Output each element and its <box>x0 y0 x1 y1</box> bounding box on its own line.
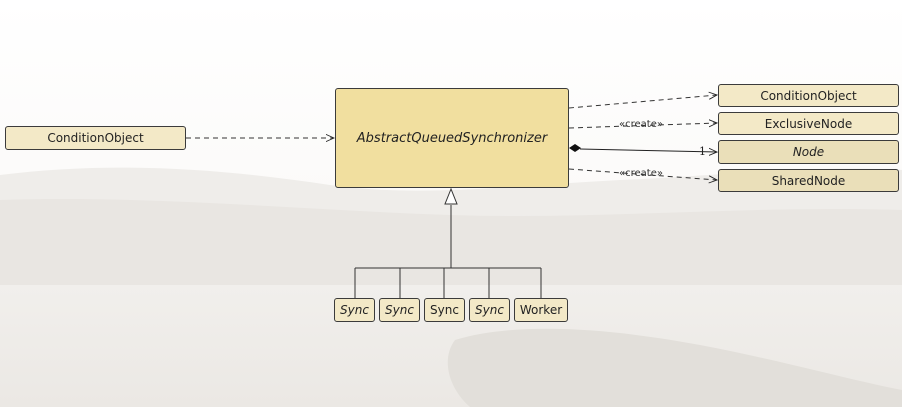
inheritance-triangle <box>444 187 458 205</box>
dependency-aqs-to-condition-object <box>568 95 717 109</box>
class-label: Sync <box>430 303 459 317</box>
class-condition-object-right[interactable]: ConditionObject <box>718 84 899 107</box>
composition-aqs-to-node <box>579 149 717 152</box>
class-sync-3[interactable]: Sync <box>424 298 465 322</box>
create-label-exclusive: «create» <box>619 119 663 130</box>
class-label: ConditionObject <box>760 88 857 103</box>
dependency-aqs-to-shared-node <box>568 168 717 180</box>
dependency-aqs-to-exclusive-node <box>568 123 717 129</box>
class-abstract-queued-synchronizer[interactable]: AbstractQueuedSynchronizer <box>335 88 569 188</box>
class-sync-4[interactable]: Sync <box>469 298 510 322</box>
class-label: ExclusiveNode <box>764 116 853 131</box>
class-label: Sync <box>475 303 504 317</box>
node-multiplicity: 1 <box>699 145 706 158</box>
class-shared-node[interactable]: SharedNode <box>718 169 899 192</box>
composition-diamond <box>569 144 581 152</box>
class-sync-2[interactable]: Sync <box>379 298 420 322</box>
class-label: SharedNode <box>771 173 846 188</box>
class-sync-1[interactable]: Sync <box>334 298 375 322</box>
class-condition-object-left[interactable]: ConditionObject <box>5 126 186 150</box>
class-label: Worker <box>519 303 563 317</box>
class-node[interactable]: Node <box>718 140 899 164</box>
create-label-shared: «create» <box>619 168 663 179</box>
class-exclusive-node[interactable]: ExclusiveNode <box>718 112 899 135</box>
class-label: Sync <box>385 303 414 317</box>
class-label: AbstractQueuedSynchronizer <box>356 130 548 146</box>
class-worker[interactable]: Worker <box>514 298 568 322</box>
class-label: Sync <box>340 303 369 317</box>
class-label: Node <box>792 145 825 159</box>
class-label: ConditionObject <box>47 131 144 145</box>
